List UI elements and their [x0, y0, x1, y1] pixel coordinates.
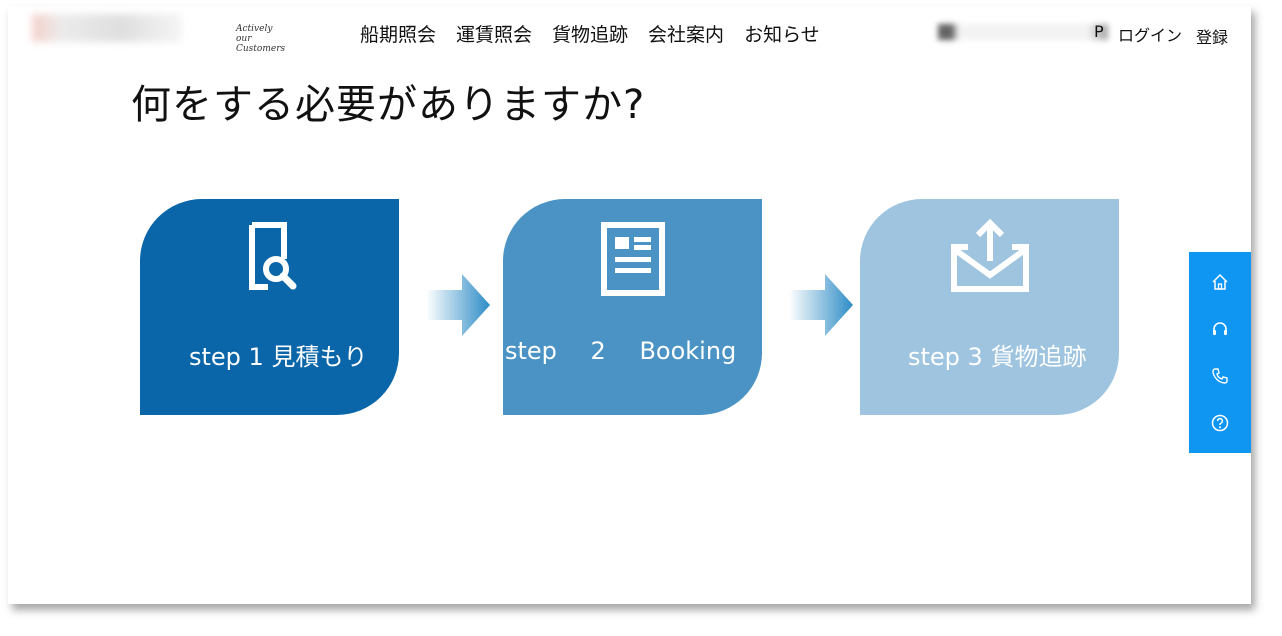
main-nav: 船期照会 運賃照会 貨物追跡 会社案内 お知らせ: [360, 20, 820, 47]
headset-icon[interactable]: [1206, 315, 1234, 343]
logo-tagline: Actively our Customers: [236, 24, 286, 54]
nav-item-schedule[interactable]: 船期照会: [360, 24, 437, 46]
arrow-right-icon: [789, 274, 853, 336]
nav-item-cargo-tracking[interactable]: 貨物追跡: [552, 24, 629, 46]
step-3-label: step 3 貨物追跡: [908, 343, 1087, 371]
side-toolbar: [1189, 252, 1251, 453]
nav-item-news[interactable]: お知らせ: [744, 24, 820, 46]
document-list-icon: [600, 221, 666, 301]
step-2-label: step 2 Booking: [505, 337, 737, 365]
page-title: 何をする必要がありますか?: [131, 82, 646, 128]
register-link[interactable]: 登録: [1196, 28, 1229, 47]
step-2-booking-card[interactable]: step 2 Booking: [503, 199, 762, 415]
page-frame: Actively our Customers 船期照会 運賃照会 貨物追跡 会社…: [8, 6, 1251, 604]
step-1-quote-card[interactable]: step 1 見積もり: [140, 199, 399, 415]
nav-item-company[interactable]: 会社案内: [648, 24, 725, 46]
step-1-label: step 1 見積もり: [189, 343, 368, 371]
login-link[interactable]: ログイン: [1118, 26, 1183, 45]
language-selector[interactable]: P: [1094, 22, 1104, 41]
logo-image: [32, 14, 182, 42]
document-search-icon: [238, 219, 302, 299]
home-icon[interactable]: [1206, 268, 1234, 296]
mail-upload-icon: [948, 217, 1032, 299]
help-icon[interactable]: [1206, 409, 1234, 437]
nav-item-freight-rate[interactable]: 運賃照会: [456, 24, 533, 46]
phone-icon[interactable]: [1206, 362, 1234, 390]
step-3-tracking-card[interactable]: step 3 貨物追跡: [860, 199, 1119, 415]
arrow-right-icon: [426, 274, 490, 336]
logo[interactable]: Actively our Customers: [28, 12, 298, 54]
redacted-region: [938, 24, 1108, 40]
